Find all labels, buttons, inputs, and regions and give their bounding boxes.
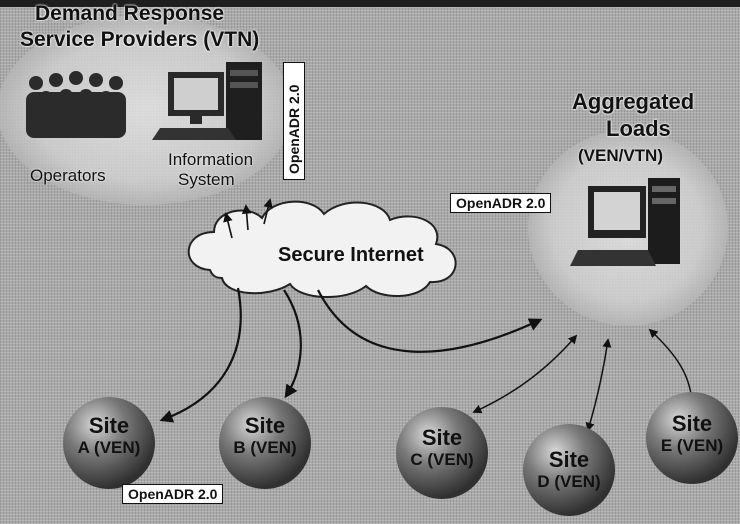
site-d-sphere	[523, 424, 615, 516]
site-a-title: Site	[88, 413, 130, 438]
provider-openadr-badge: OpenADR 2.0	[283, 62, 305, 180]
arrow-aggregator-site-c	[472, 334, 578, 414]
site-c-title: Site	[421, 425, 463, 450]
arrow-internet-to-site-a	[159, 287, 242, 423]
info-system-label-line2: System	[178, 170, 235, 189]
operators-label: Operators	[30, 166, 106, 185]
aggregator-computer-icon	[570, 178, 680, 266]
aggregator-title-line1: Aggregated	[572, 89, 695, 114]
provider-halo	[0, 15, 293, 205]
arrow-internet-to-site-b	[283, 289, 302, 399]
provider-computer-icon	[152, 62, 262, 140]
provider-title-line2: Service Providers (VTN)	[20, 28, 260, 51]
aggregator-subtitle: (VEN/VTN)	[578, 146, 663, 165]
provider-title-line1: Demand Response	[35, 2, 225, 25]
site-d-subtitle: D (VEN)	[537, 472, 601, 491]
aggregator-title-line2: Loads	[606, 116, 671, 141]
arrow-aggregator-site-e	[648, 328, 696, 404]
site-e-subtitle: E (VEN)	[660, 436, 724, 455]
info-system-label-line1: Information	[168, 150, 254, 169]
site-d-title: Site	[548, 447, 590, 472]
internet-label: Secure Internet	[278, 244, 424, 266]
site-c-subtitle: C (VEN)	[410, 450, 474, 469]
site-b-subtitle: B (VEN)	[233, 438, 297, 457]
site-b-sphere	[219, 397, 311, 489]
site-a-label: Site A (VEN)	[69, 414, 149, 458]
operators-icon	[26, 71, 126, 138]
site-e-title: Site	[671, 411, 713, 436]
uplink-arrows	[223, 198, 273, 239]
site-a-subtitle: A (VEN)	[77, 438, 141, 457]
site-e-sphere	[646, 392, 738, 484]
site-b-label: Site B (VEN)	[225, 414, 305, 458]
site-d-label: Site D (VEN)	[529, 448, 609, 492]
site-c-sphere	[396, 407, 488, 499]
site-b-title: Site	[244, 413, 286, 438]
site-e-label: Site E (VEN)	[652, 412, 732, 456]
site-a-sphere	[63, 397, 155, 489]
sites-openadr-badge: OpenADR 2.0	[122, 484, 224, 504]
aggregator-openadr-badge: OpenADR 2.0	[450, 193, 552, 213]
top-border	[0, 0, 740, 7]
arrow-internet-to-aggregator	[317, 289, 543, 353]
site-c-label: Site C (VEN)	[402, 426, 482, 470]
arrow-aggregator-site-d	[585, 338, 612, 432]
